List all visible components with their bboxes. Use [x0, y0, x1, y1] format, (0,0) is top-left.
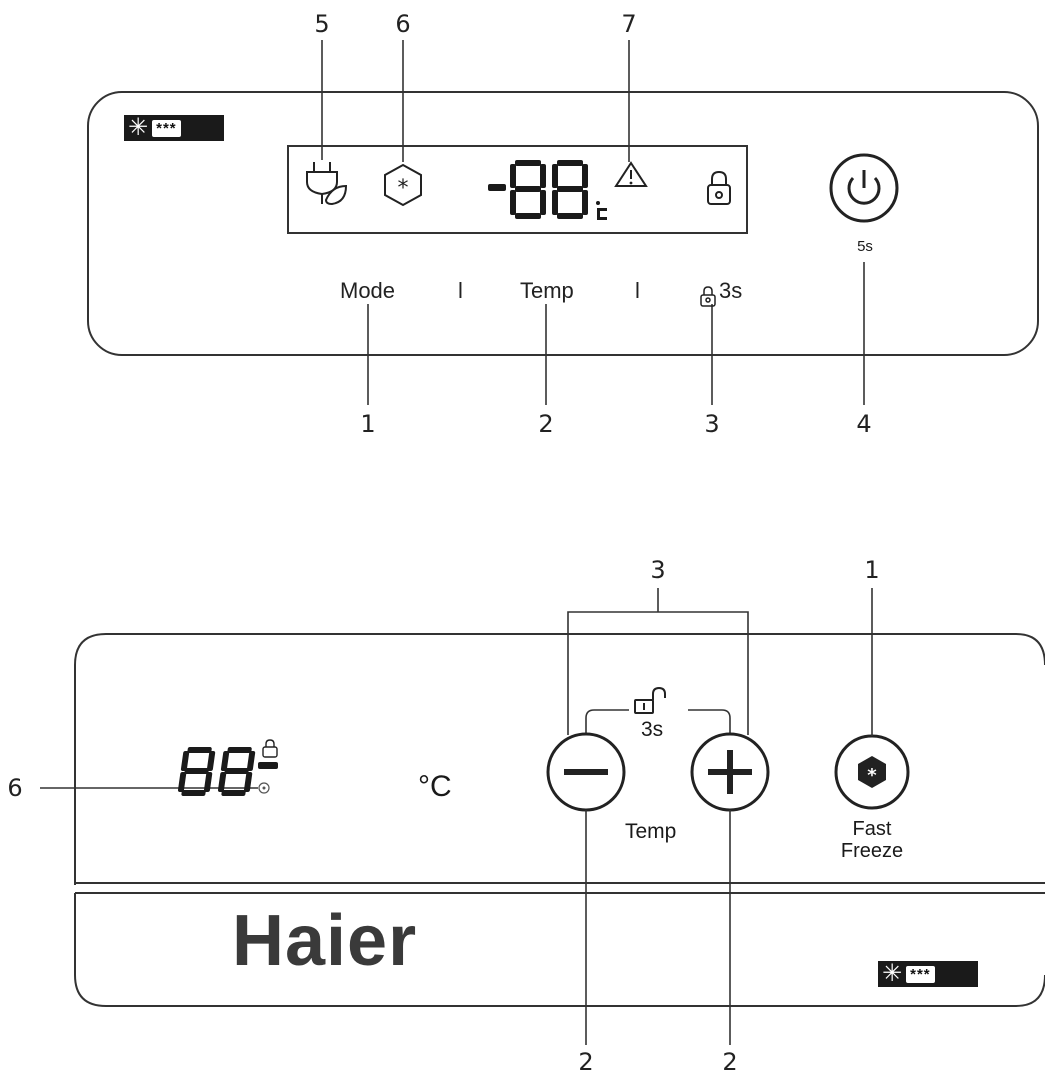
callout-3: 3: [704, 410, 720, 438]
indicator-dot-icon: [258, 782, 270, 794]
display-lock-icon: [262, 739, 278, 758]
separator-1: l: [458, 278, 463, 303]
fast-freeze-button[interactable]: *: [834, 734, 910, 810]
callout-2: 2: [538, 410, 554, 438]
separator-2: l: [635, 278, 640, 303]
top-display-window: [287, 145, 748, 234]
celsius-unit: °C: [418, 770, 452, 803]
star-rating-badge-bottom: ✳ ***: [878, 961, 978, 987]
callout-indicator-6: 6: [7, 774, 23, 802]
fast-freeze-label-line1: Fast: [852, 818, 892, 840]
warning-icon: [614, 161, 648, 187]
callout-4: 4: [856, 410, 872, 438]
plus-button[interactable]: [690, 732, 770, 812]
eco-plug-icon: [306, 162, 348, 206]
lock-small-icon: [700, 286, 716, 307]
freeze-hex-icon: *: [384, 163, 422, 207]
bottom-panel-outline-top: [74, 633, 1045, 885]
top-seven-segment: [488, 160, 607, 220]
callout-bracket-3: 3: [650, 556, 666, 584]
callout-plus-2: 2: [722, 1048, 738, 1076]
callout-7: 7: [621, 10, 637, 38]
star-rating: ***: [152, 119, 181, 137]
svg-text:*: *: [867, 765, 877, 786]
fast-freeze-label: Fast Freeze: [820, 818, 924, 862]
fast-freeze-label-line2: Freeze: [840, 840, 904, 862]
connector-left: [585, 709, 629, 735]
svg-text:*: *: [398, 176, 409, 201]
callout-fast-freeze-1: 1: [864, 556, 880, 584]
callout-1: 1: [360, 410, 376, 438]
connector-right: [688, 709, 731, 735]
unlock-icon: [634, 686, 666, 714]
minus-button[interactable]: [546, 732, 626, 812]
temp-button[interactable]: Temp: [520, 278, 574, 303]
bracket-3: [567, 611, 749, 735]
lock-hold-label[interactable]: 3s: [719, 278, 743, 303]
star-rating-badge-top: ✳ ***: [124, 115, 224, 141]
callout-5: 5: [314, 10, 330, 38]
unlock-hold-label: 3s: [641, 718, 664, 741]
power-hold-label: 5s: [857, 238, 873, 255]
power-button[interactable]: [829, 153, 899, 223]
lock-icon: [707, 170, 731, 205]
snowflake-icon: ✳: [128, 114, 149, 141]
brand-logo: Haier: [232, 901, 418, 981]
temp-label: Temp: [625, 820, 677, 843]
bottom-panel-outline-bottom: [74, 893, 1045, 1007]
star-rating: ***: [906, 965, 935, 983]
mode-button[interactable]: Mode: [340, 278, 396, 303]
top-panel-outline: [87, 91, 1039, 356]
callout-minus-2: 2: [578, 1048, 594, 1076]
bottom-seven-segment: [177, 747, 278, 796]
callout-6: 6: [395, 10, 411, 38]
snowflake-icon: ✳: [882, 960, 903, 987]
